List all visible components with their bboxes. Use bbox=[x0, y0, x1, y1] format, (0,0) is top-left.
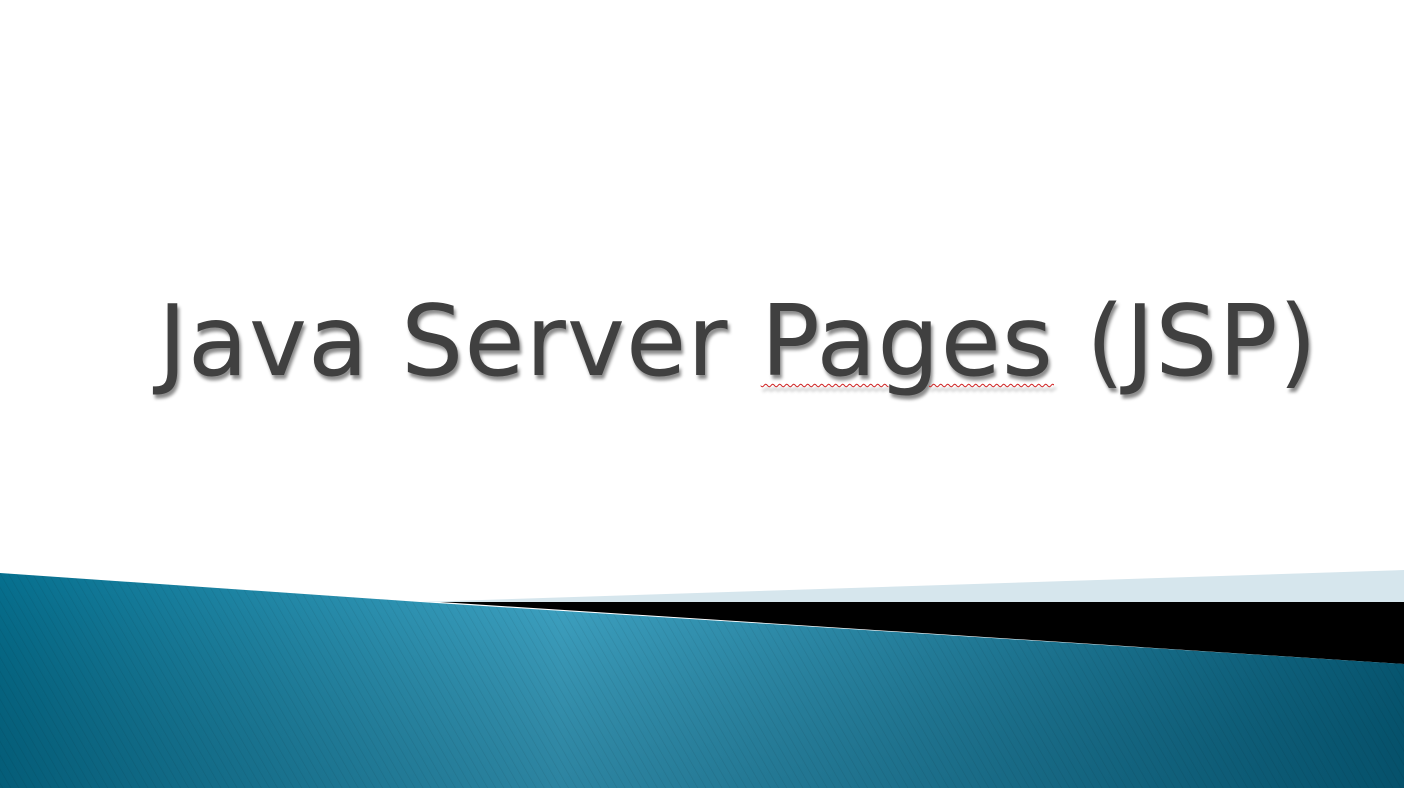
title-text-1: Java Server bbox=[158, 285, 761, 399]
title-text-misspelled: Pages bbox=[760, 285, 1054, 399]
decorative-wave-band bbox=[0, 570, 1404, 788]
title-text-2: (JSP) bbox=[1054, 285, 1318, 399]
teal-wave-texture bbox=[0, 573, 1404, 788]
slide-title[interactable]: Java Server Pages (JSP) bbox=[158, 282, 1318, 402]
light-blue-strip bbox=[420, 570, 1404, 602]
black-strip bbox=[440, 602, 1404, 664]
